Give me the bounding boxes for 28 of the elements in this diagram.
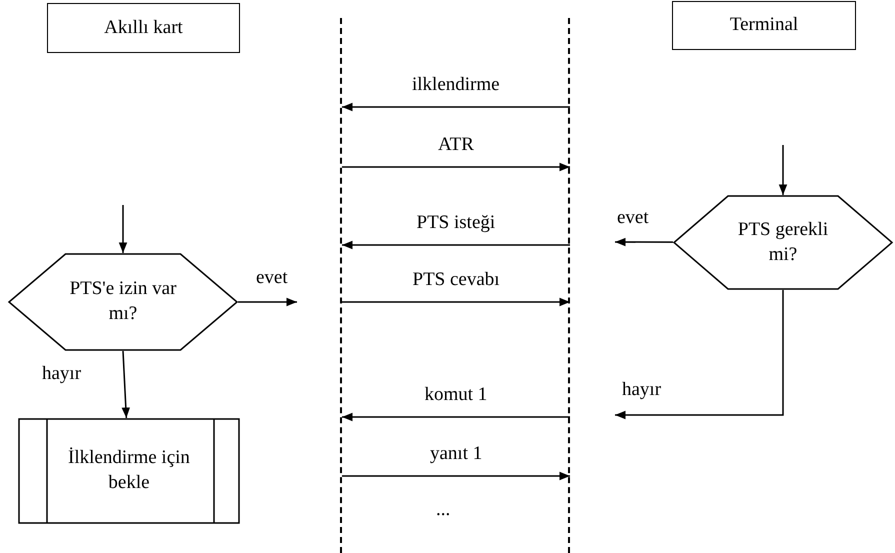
arrow (615, 290, 784, 420)
edge-label: hayır (620, 380, 664, 401)
edge-label: hayır (40, 364, 84, 385)
arrow (238, 298, 297, 306)
node-text: PTS gerekli mi? (736, 218, 830, 266)
message-arrow (342, 412, 570, 422)
arrow (778, 145, 788, 195)
lifeline (340, 18, 342, 553)
arrow (615, 238, 673, 246)
node-text: İlklendirme için bekle (67, 446, 191, 495)
message-arrow (342, 102, 570, 112)
actor-box (672, 1, 856, 50)
decision-hexagon (673, 195, 893, 290)
message-arrow (342, 240, 570, 250)
message-arrow (342, 298, 570, 306)
message-arrow (342, 162, 570, 172)
message-arrow (342, 472, 570, 480)
actor-box (47, 3, 240, 53)
node-text: Terminal (730, 13, 798, 38)
arrow (118, 205, 128, 253)
subroutine-box (18, 418, 240, 524)
edge-label: PTS isteği (414, 213, 498, 234)
lifeline (568, 18, 570, 553)
node-text: Akıllı kart (104, 16, 183, 40)
edge-label: yanıt 1 (428, 444, 484, 465)
decision-hexagon (8, 253, 238, 351)
arrow (122, 350, 130, 418)
node-text: PTS'e izin var mı? (68, 277, 178, 326)
